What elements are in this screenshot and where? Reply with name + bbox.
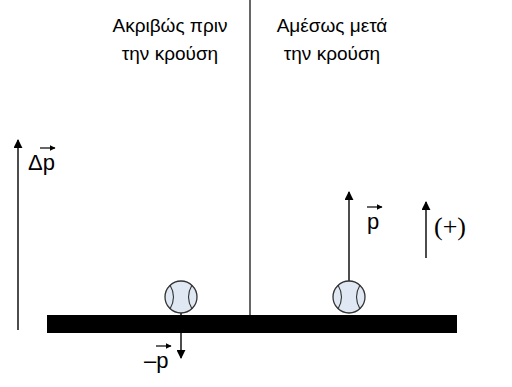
vector-mark xyxy=(367,206,382,207)
vector-mark xyxy=(40,147,55,148)
momentum-before-arrow xyxy=(180,313,181,358)
momentum-after-arrow xyxy=(348,192,349,281)
divider-line xyxy=(249,0,250,315)
delta-p-label: Δp xyxy=(28,152,55,174)
vector-mark xyxy=(156,345,171,346)
ball xyxy=(333,281,365,313)
positive-direction-arrow xyxy=(425,202,426,258)
momentum-before-label: –p xyxy=(144,350,168,372)
header-before: Ακριβώς πριν την κρούση xyxy=(105,12,235,67)
header-after: Αμέσως μετά την κρούση xyxy=(267,12,397,67)
delta-p-arrow xyxy=(17,140,18,330)
floor-bar xyxy=(47,315,457,333)
momentum-after-label: p xyxy=(367,211,379,233)
ball xyxy=(165,281,197,313)
positive-direction-label: (+) xyxy=(434,214,466,240)
